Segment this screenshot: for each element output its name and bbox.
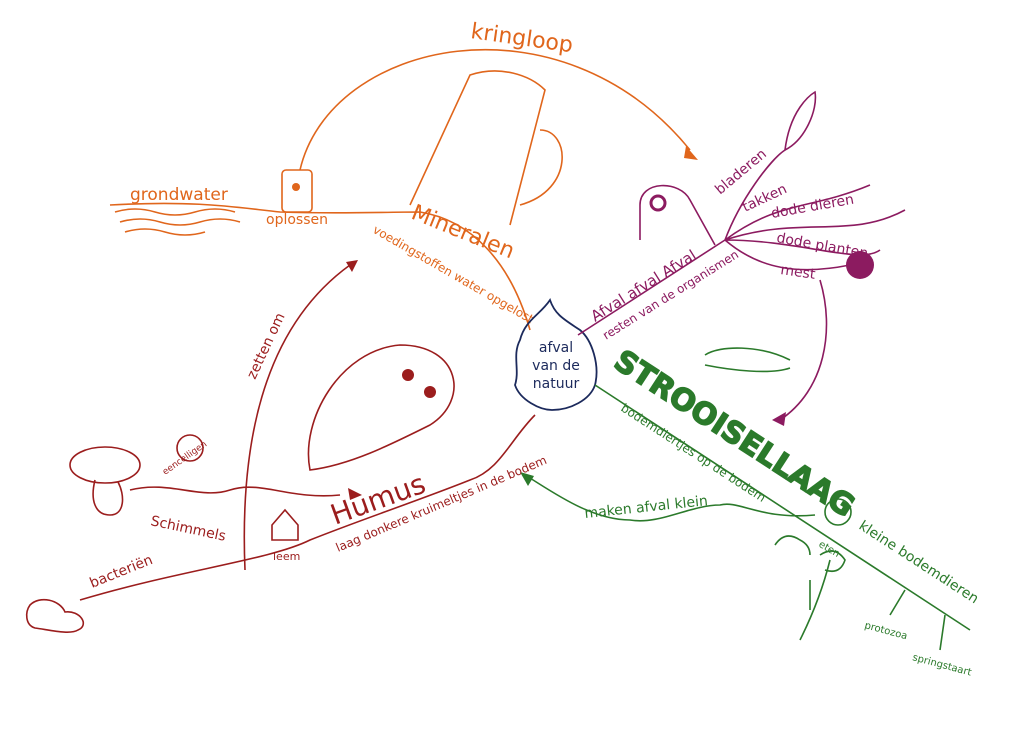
house-icon <box>271 508 299 541</box>
mushroom-icon <box>69 446 141 484</box>
grass-leaf-icon <box>704 347 791 373</box>
branch-line <box>594 384 971 631</box>
red-branch: zetten om eencelligen leem Schimmels bac… <box>25 260 549 633</box>
label-leem: leem <box>273 550 300 563</box>
item-dode-planten: dode planten <box>775 230 869 262</box>
arrow-head <box>684 146 698 160</box>
label-eencelligen: eencelligen <box>161 440 209 478</box>
label-maken-afval-klein: maken afval klein <box>584 493 709 522</box>
center-node: afval van de natuur <box>514 297 598 411</box>
ball-icon <box>824 498 852 526</box>
branch-line <box>577 239 726 336</box>
hyphae-line <box>129 486 341 497</box>
soil-creatures-icon <box>774 535 846 641</box>
leaf-icon <box>784 90 817 152</box>
glass-icon <box>281 169 313 213</box>
cloud-shape <box>514 297 598 411</box>
center-label: van de <box>532 358 580 374</box>
label-eten: eten <box>817 539 842 560</box>
item-mest: mest <box>779 262 816 283</box>
orange-branch: kringloop grondwater oplossen Mineralen … <box>109 19 698 331</box>
branch-line <box>109 202 531 331</box>
arrow-maken-klein <box>524 474 816 522</box>
water-waves-icon <box>114 208 241 236</box>
label-kleine-bodemdieren: kleine bodemdieren <box>856 518 982 607</box>
label-schimmels: Schimmels <box>149 513 227 545</box>
manure-icon <box>846 251 874 279</box>
label-strooisellaag: STROOISELLAAG <box>608 343 861 524</box>
branch-line <box>79 414 536 601</box>
arrow-head <box>346 260 358 272</box>
label-bacterien: bacteriën <box>88 552 156 592</box>
center-label: natuur <box>533 376 580 392</box>
label-protozoa: protozoa <box>863 620 908 642</box>
tombstone-icon <box>639 184 716 246</box>
label-springstaart: springstaart <box>911 652 972 678</box>
dot <box>292 183 300 191</box>
sub-branches <box>724 149 906 271</box>
sun-icon <box>649 194 667 212</box>
connectors <box>889 589 946 651</box>
arrow-head <box>772 412 786 426</box>
jug-icon <box>409 70 563 226</box>
mushroom-stem <box>92 479 124 516</box>
label-oplossen: oplossen <box>266 212 328 228</box>
cycle-arrow <box>299 49 691 171</box>
wheel-icon <box>402 369 414 381</box>
arrow-head <box>348 488 362 500</box>
cell-icon <box>176 434 204 462</box>
arrow-to-strooisel <box>779 279 828 421</box>
glove-icon <box>25 598 84 633</box>
center-label: afval <box>539 340 573 356</box>
arrow-zetten-om <box>243 264 351 571</box>
label-grondwater: grondwater <box>130 185 228 205</box>
wheel-icon <box>424 386 436 398</box>
worm-bubble <box>307 344 455 471</box>
arrow-head <box>520 472 534 486</box>
